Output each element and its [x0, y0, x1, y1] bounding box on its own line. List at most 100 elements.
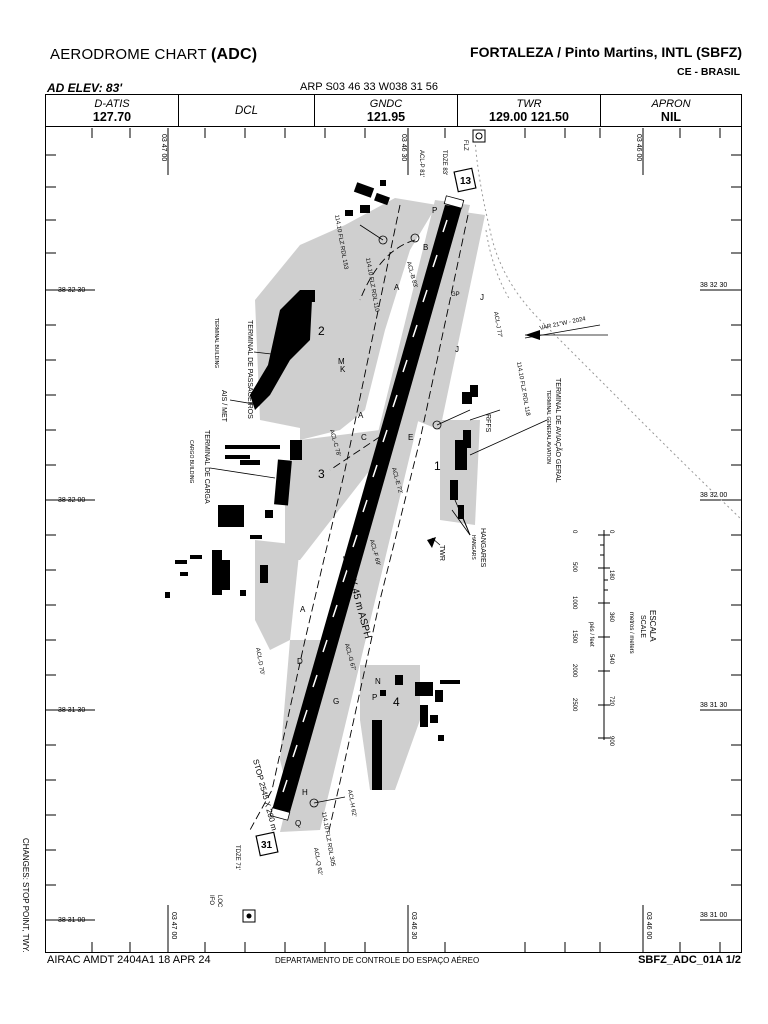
twr-label: TWR — [438, 545, 445, 561]
twy-a-mid: A — [358, 411, 364, 420]
stopway-south — [269, 807, 291, 821]
svg-text:FLZ: FLZ — [462, 140, 468, 151]
scale-ft-500: 500 — [571, 562, 577, 573]
magnetic-variation: VAR 21°W - 2024 — [524, 316, 608, 340]
terminal-pax-label-en: TERMINAL BUILDING — [213, 318, 219, 368]
svg-text:31: 31 — [261, 840, 273, 851]
freq-datis: D-ATIS 127.70 — [46, 95, 179, 126]
loc-marker: LOC IFO — [208, 895, 256, 923]
vor-flz-symbol: FLZ — [462, 129, 486, 151]
lat-label-3100-left: 38 31 00 — [58, 917, 85, 924]
twy-d: D — [297, 657, 303, 666]
ais-met-label: AIS / MET — [220, 390, 227, 423]
scale-m-180: 180 — [608, 570, 614, 581]
twy-l: M — [338, 357, 345, 366]
apron-4: 4 — [393, 695, 400, 709]
lon-label-4700-bottom: 03 47 00 — [170, 912, 177, 939]
acl-markers — [309, 224, 471, 808]
terminal-cargo-label: TERMINAL DE CARGA — [203, 430, 210, 504]
acl-q: ACL-Q 62' — [312, 847, 323, 875]
tdze-south: TDZE 71' — [234, 845, 240, 870]
lat-label-3130-left: 38 31 30 — [58, 707, 85, 714]
twy-a-north: A — [394, 283, 400, 292]
twy-m: N — [375, 677, 381, 686]
taxiway-lines — [249, 204, 469, 836]
scale-ft-2500: 2500 — [571, 698, 577, 712]
lon-label-4600-bottom: 03 46 00 — [645, 912, 652, 939]
lon-label-4630-top: 03 46 30 — [400, 134, 407, 161]
taxiway-labels: P B A A C E J J M A D G N P H Q K F — [295, 206, 484, 828]
gp-label: GP — [451, 292, 460, 298]
terminal-pax-label: TERMINAL DE PASSAGEIROS — [246, 320, 253, 419]
scale-ft-1000: 1000 — [571, 596, 577, 610]
scale-m-900: 900 — [608, 736, 614, 747]
loc-label: LOC — [216, 895, 222, 908]
buildings — [165, 180, 478, 790]
perimeter-fence — [474, 139, 743, 521]
lat-label-3200-left: 38 32 00 — [58, 497, 85, 504]
chart-title: AERODROME CHART (ADC) — [50, 46, 257, 64]
border-ticks — [46, 128, 741, 952]
terminal-cargo-label-en: CARGO BUILDING — [188, 440, 194, 483]
twy-j: J — [480, 293, 484, 302]
stopway-info: STOP 2545 X 200 m — [251, 758, 279, 832]
terminal-ga-label: TERMINAL DE AVIAÇÃO GERAL — [554, 378, 563, 483]
scale-title-en: SCALE — [639, 615, 646, 638]
lon-label-4600-top: 03 46 00 — [635, 134, 642, 161]
twy-a-south: A — [300, 605, 306, 614]
twy-q: Q — [295, 819, 301, 828]
hangares-label-en: HANGARS — [470, 535, 476, 560]
vor-rdl-305: 114.10 FLZ RDL 305 — [320, 811, 336, 867]
lon-label-4630-bottom: 03 46 30 — [410, 912, 417, 939]
twy-h: H — [302, 788, 308, 797]
region: CE - BRASIL — [677, 66, 740, 78]
twy-k: K — [340, 365, 346, 374]
acl-j: ACL-J 77' — [492, 311, 502, 338]
twy-p: P — [432, 206, 437, 215]
runway-13-31 — [272, 205, 462, 812]
freq-gndc: GNDC 121.95 — [315, 95, 458, 126]
freq-apron: APRON NIL — [651, 97, 691, 124]
twy-f: F — [346, 553, 351, 562]
graticule-marks — [46, 128, 741, 952]
svg-text:13: 13 — [460, 176, 472, 187]
rwy-31-marker: 31 — [255, 831, 279, 857]
lat-label-3100-right: 38 31 00 — [700, 912, 727, 919]
freq-dcl: DCL — [179, 95, 315, 126]
scale-feet-label: pés / feet — [588, 622, 594, 647]
terminal-ga-label-en: TERMINAL GENERAL AVIATION — [545, 390, 551, 464]
scale-m-0: 0 — [608, 530, 614, 534]
chart-code: (ADC) — [211, 46, 258, 63]
twy-e: E — [408, 433, 413, 442]
rwy-13-marker: 13 — [453, 167, 477, 193]
scale-m-540: 540 — [608, 654, 614, 665]
footer-amdt: AIRAC AMDT 2404A1 18 APR 24 — [47, 954, 211, 966]
stopway-north — [443, 195, 465, 209]
scale-ft-1500: 1500 — [571, 630, 577, 644]
lat-label-3130-right: 38 31 30 — [700, 702, 727, 709]
ifo-label: IFO — [208, 895, 214, 905]
freq-twr: TWR 129.00 121.50 — [458, 95, 601, 126]
changes-note: CHANGES: STOP POINT, TWY. — [21, 838, 30, 953]
tdze-north: TDZE 83' — [441, 150, 447, 175]
scale-title: ESCALA — [648, 610, 657, 642]
frequency-table: D-ATIS 127.70 DCL GNDC 121.95 TWR 129.00… — [45, 94, 742, 127]
arp-coordinates: ARP S03 46 33 W038 31 56 — [300, 81, 439, 93]
scale-ft-0: 0 — [571, 530, 577, 534]
leader-lines — [209, 351, 548, 546]
acl-p: ACL-P 81' — [418, 150, 424, 177]
lon-label-4700-top: 03 47 00 — [160, 134, 167, 161]
lat-label-3200-right: 38 32 00 — [700, 492, 727, 499]
apron-1: 1 — [434, 459, 441, 473]
acl-b: ACL-B 83' — [405, 261, 418, 289]
acl-h: ACL-H 62' — [346, 789, 357, 817]
rffs-label: RFFS — [484, 414, 491, 433]
scale-m-360: 360 — [608, 612, 614, 623]
scale-meters-label: metros / meters — [628, 612, 634, 654]
chart-type: AERODROME CHART — [50, 46, 207, 63]
apron-3: 3 — [318, 467, 325, 481]
twy-b: B — [423, 243, 428, 252]
acl-d: ACL-D 70' — [254, 647, 265, 675]
scale-m-720: 720 — [608, 696, 614, 707]
footer-department: DEPARTAMENTO DE CONTROLE DO ESPAÇO AÉREO — [275, 956, 480, 965]
